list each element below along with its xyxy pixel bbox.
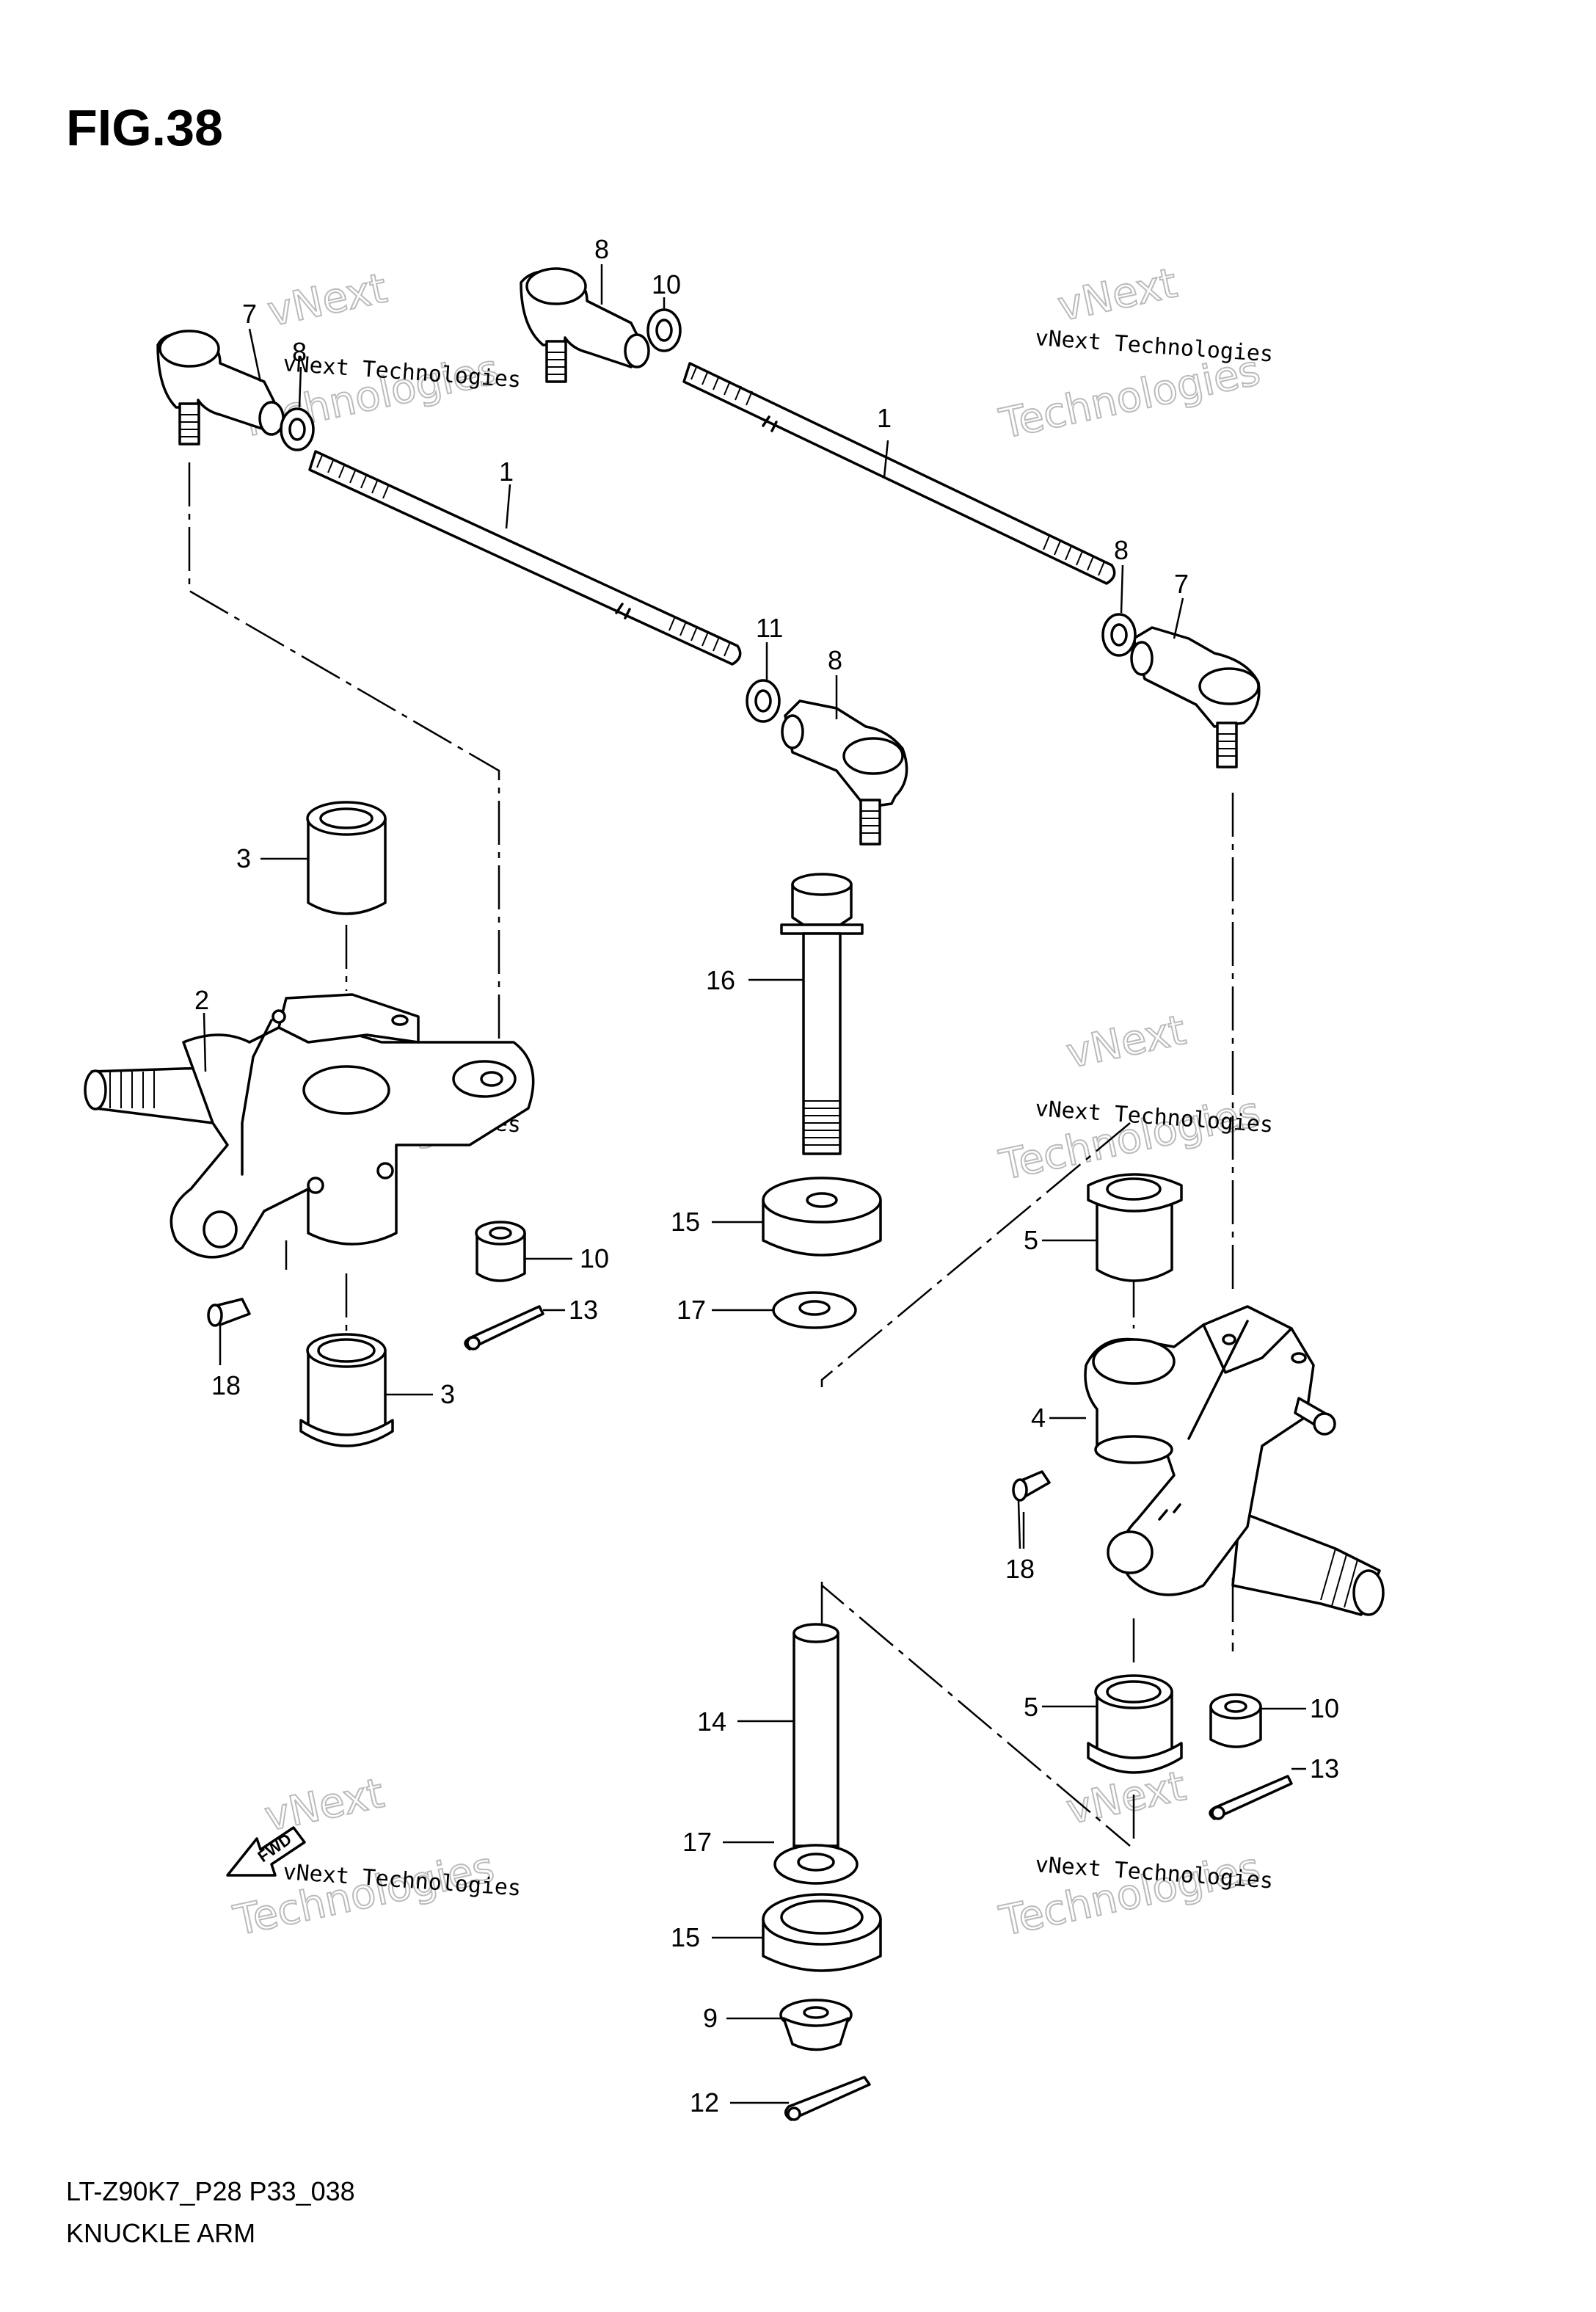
figure-caption: KNUCKLE ARM <box>66 2218 255 2248</box>
callout-11-top: 10 <box>652 269 681 299</box>
callout-6-right: 7 <box>1174 569 1189 599</box>
grease-nipple-18-left <box>207 1298 251 1327</box>
svg-text:vNext: vNext <box>1063 1006 1190 1078</box>
callout-1-left: 1 <box>499 457 514 487</box>
callout-7-top: 8 <box>594 234 609 264</box>
bushing-5-upper <box>1087 1173 1183 1282</box>
watermark-text-top-right: vNext Technologies <box>1034 325 1274 368</box>
callout-5-upper: 5 <box>1024 1225 1038 1255</box>
svg-text:vNext: vNext <box>263 264 391 336</box>
nut-10-right <box>1209 1693 1262 1748</box>
nut-8-right <box>1101 613 1137 657</box>
callout-4: 4 <box>1031 1403 1046 1433</box>
callout-12: 12 <box>690 2087 719 2117</box>
tie-rod-end-7-top <box>520 267 650 383</box>
tie-rod-end-6-right <box>1130 626 1261 768</box>
knuckle-left-2 <box>84 993 535 1259</box>
nut-11-middle <box>746 679 781 723</box>
callout-18-right: 18 <box>1005 1554 1035 1584</box>
bolt-16 <box>780 873 864 1155</box>
cotter-pin-12 <box>784 2076 871 2121</box>
cotter-pin-13-right <box>1209 1775 1293 1820</box>
bushing-15-lower <box>762 1893 882 1972</box>
callout-17-upper: 17 <box>677 1295 706 1325</box>
cotter-pin-13-left <box>464 1305 544 1351</box>
tie-rod-right <box>682 362 1116 585</box>
callout-3-upper: 3 <box>236 843 251 873</box>
grease-nipple-18-right <box>1012 1470 1051 1502</box>
callout-16: 16 <box>706 965 735 995</box>
svg-text:vNext: vNext <box>1054 259 1181 331</box>
washer-17-upper <box>772 1291 857 1329</box>
nut-10-left <box>475 1221 526 1282</box>
callout-3-lower: 3 <box>440 1379 455 1409</box>
bushing-5-lower <box>1087 1674 1183 1774</box>
callout-17-lower: 17 <box>682 1827 712 1857</box>
callout-labels: 7 8 8 10 11 8 8 7 1 1 3 2 3 10 13 18 16 … <box>194 234 1339 2117</box>
callout-13-left: 13 <box>569 1295 598 1325</box>
shaft-14 <box>792 1623 839 1853</box>
leader-lines <box>203 264 1306 2104</box>
callout-9: 9 <box>703 2003 718 2033</box>
callout-14: 14 <box>697 1706 726 1737</box>
tie-rod-end-7-middle <box>781 699 908 846</box>
callout-15-upper: 15 <box>671 1207 700 1237</box>
watermark-mid-right: vNext Technologies <box>995 1006 1265 1190</box>
knuckle-right-4 <box>1084 1305 1385 1616</box>
tie-rod-left <box>308 450 742 666</box>
model-code: LT-Z90K7_P28 P33_038 <box>66 2176 355 2206</box>
tie-rod-end-6-left <box>156 330 285 446</box>
callout-5-lower: 5 <box>1024 1692 1038 1722</box>
callout-8-right: 8 <box>1114 535 1129 565</box>
callout-7-middle: 8 <box>828 645 842 675</box>
callout-18-left: 18 <box>211 1370 241 1400</box>
bushing-15-upper <box>762 1177 882 1257</box>
callout-13-right: 13 <box>1310 1753 1339 1784</box>
callout-2: 2 <box>194 985 209 1015</box>
nut-8-left <box>280 407 315 451</box>
callout-10-right: 10 <box>1310 1693 1339 1723</box>
washer-17-lower <box>773 1844 859 1885</box>
nut-11-top <box>646 308 682 352</box>
callout-1-right: 1 <box>877 403 892 433</box>
callout-6-left: 7 <box>242 299 257 329</box>
bushing-3-lower <box>299 1333 394 1447</box>
callout-15-lower: 15 <box>671 1922 700 1952</box>
bushing-3-upper <box>306 801 387 915</box>
figure-title: FIG.38 <box>66 99 223 156</box>
callout-10-left: 10 <box>580 1243 609 1273</box>
watermark-bottom-right: vNext Technologies <box>995 1762 1265 1946</box>
callout-8-left: 8 <box>292 337 307 367</box>
callout-11-middle: 11 <box>756 613 783 643</box>
svg-text:vNext: vNext <box>260 1770 388 1842</box>
nut-9 <box>779 1999 853 2051</box>
